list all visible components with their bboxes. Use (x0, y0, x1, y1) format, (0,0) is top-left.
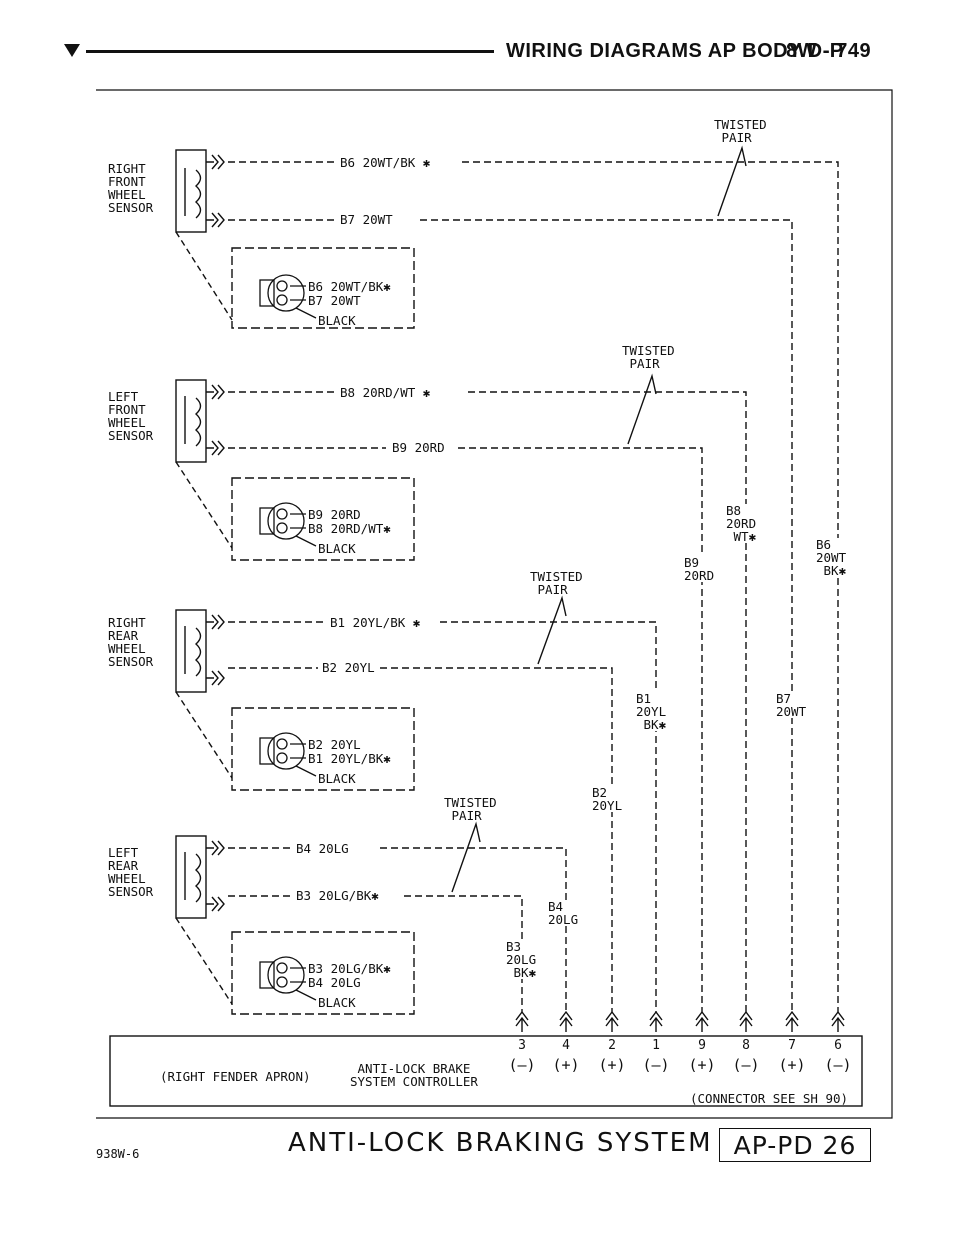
connector-1-line-2: B7 20WT (308, 293, 361, 308)
vwire-label-b2: B2 20YL (592, 785, 623, 813)
wire-label-b6: B6 20WT/BK ✱ (340, 155, 431, 170)
vwire-label-b8: B8 20RD WT✱ (726, 503, 757, 544)
controller-name: ANTI-LOCK BRAKE SYSTEM CONTROLLER (350, 1061, 478, 1089)
connector-4-line-1: B3 20LG/BK✱ (308, 961, 391, 976)
pin-polarity: (+) (688, 1056, 716, 1074)
twisted-pair-label-3: TWISTED PAIR (530, 569, 583, 597)
pin-polarity: (–) (824, 1056, 852, 1074)
footer-title: ANTI-LOCK BRAKING SYSTEM (288, 1128, 713, 1158)
sensor-right-front (175, 145, 839, 1012)
pin-number: 3 (518, 1038, 526, 1053)
controller-location: (RIGHT FENDER APRON) (160, 1069, 311, 1084)
twisted-pair-label-2: TWISTED PAIR (622, 343, 675, 371)
sensor-right-rear (175, 595, 657, 1012)
header-rule (86, 50, 494, 53)
pin-number: 8 (742, 1038, 750, 1053)
wire-label-b3: B3 20LG/BK✱ (296, 888, 379, 903)
wire-label-b9: B9 20RD (392, 440, 445, 455)
wire-label-b8: B8 20RD/WT ✱ (340, 385, 431, 400)
pin-polarity: (–) (508, 1056, 536, 1074)
connector-4-color: BLACK (318, 995, 356, 1010)
connector-3-line-2: B1 20YL/BK✱ (308, 751, 391, 766)
sensor-left-rear (175, 821, 567, 1015)
connector-1-line-1: B6 20WT/BK✱ (308, 279, 391, 294)
pin-polarity: (–) (732, 1056, 760, 1074)
connector-2-line-2: B8 20RD/WT✱ (308, 521, 391, 536)
header-triangle-icon (64, 44, 80, 57)
vwire-label-b6: B6 20WT BK✱ (816, 537, 847, 578)
sensor-name-left-front: LEFT FRONT WHEEL SENSOR (108, 389, 154, 443)
pin-polarity: (+) (778, 1056, 806, 1074)
vwire-label-b3: B3 20LG BK✱ (506, 939, 537, 980)
wire-label-b4: B4 20LG (296, 841, 349, 856)
connector-icons (259, 274, 317, 1001)
connector-2-color: BLACK (318, 541, 356, 556)
pin-polarity: (–) (642, 1056, 670, 1074)
wire-label-b2: B2 20YL (322, 660, 375, 675)
twisted-pair-label-4: TWISTED PAIR (444, 795, 497, 823)
connector-note: (CONNECTOR SEE SH 90) (690, 1091, 849, 1106)
pin-number: 2 (608, 1038, 616, 1053)
vwire-label-b1: B1 20YL BK✱ (636, 691, 667, 732)
sensor-name-right-rear: RIGHT REAR WHEEL SENSOR (108, 615, 154, 669)
pin-number: 7 (788, 1038, 796, 1053)
twisted-pair-label-1: TWISTED PAIR (714, 117, 767, 145)
sensor-name-left-rear: LEFT REAR WHEEL SENSOR (108, 845, 154, 899)
vwire-label-b9: B9 20RD (684, 555, 715, 583)
terminal-chevrons (515, 1010, 845, 1032)
controller-box (109, 1035, 863, 1107)
sensor-name-right-front: RIGHT FRONT WHEEL SENSOR (108, 161, 154, 215)
vwire-label-b4: B4 20LG (548, 899, 579, 927)
pin-polarity: (+) (598, 1056, 626, 1074)
page-reference-box: AP-PD 26 (719, 1128, 871, 1162)
vwire-label-b7: B7 20WT (776, 691, 807, 719)
pin-number: 6 (834, 1038, 842, 1053)
pin-number: 1 (652, 1038, 660, 1053)
connector-2-line-1: B9 20RD (308, 507, 361, 522)
pin-number: 4 (562, 1038, 570, 1053)
connector-1-color: BLACK (318, 313, 356, 328)
connector-4-line-2: B4 20LG (308, 975, 361, 990)
pin-number: 9 (698, 1038, 706, 1053)
wire-label-b7: B7 20WT (340, 212, 393, 227)
sensor-left-front (175, 373, 747, 1012)
header-page-number: 8W - 749 (786, 40, 872, 62)
header-title: WIRING DIAGRAMS AP BODY D-P (506, 40, 844, 62)
footer-code: 938W-6 (96, 1147, 140, 1161)
connector-3-line-1: B2 20YL (308, 737, 361, 752)
wire-label-b1: B1 20YL/BK ✱ (330, 615, 421, 630)
connector-3-color: BLACK (318, 771, 356, 786)
pin-polarity: (+) (552, 1056, 580, 1074)
